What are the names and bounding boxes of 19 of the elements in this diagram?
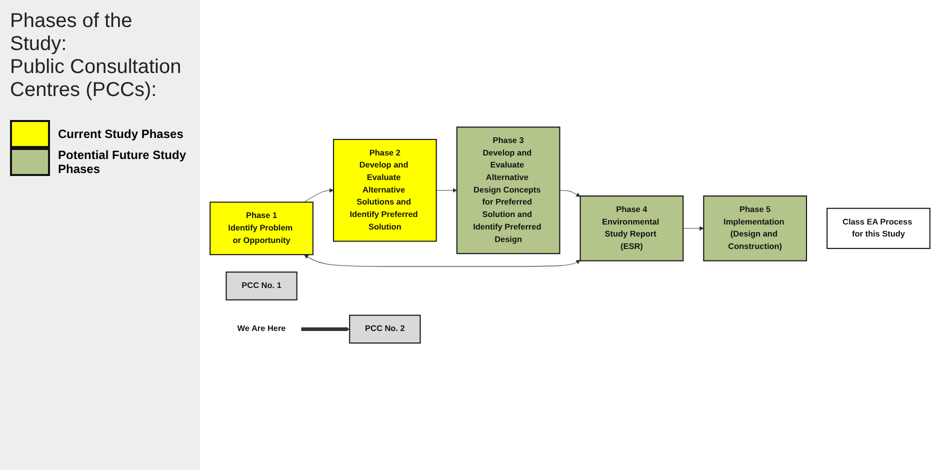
node-box: Phase 2 Develop and Evaluate Alternative Solutions and Identify Preferred Solution (333, 138, 437, 242)
node-box: Phase 3 Develop and Evaluate Alternative Design Concepts for Preferred Solution and Identify Preferred Design (456, 126, 560, 254)
arrow (682, 226, 704, 231)
row-label: Public Consultation Centres (PCCs): (10, 56, 182, 102)
row-label: Phases of the Study: (10, 10, 134, 56)
node-box: Phase 1 Identify Problem or Opportunity (210, 202, 314, 256)
node-box: PCC No. 1 (226, 272, 298, 300)
node-text: We Are Here (237, 324, 286, 334)
node-box: PCC No. 2 (349, 314, 421, 344)
node-box: Class EA Process for this Study (826, 208, 930, 249)
arrow (436, 188, 458, 193)
node-box: Phase 4 Environmental Study Report (ESR) (580, 195, 684, 262)
legend-label: Current Study Phases (58, 127, 184, 141)
legend-label: Potential Future Study Phases (58, 148, 188, 176)
arrow (301, 326, 350, 332)
arrow (559, 190, 580, 197)
arrow (304, 188, 334, 202)
arrow (304, 254, 580, 267)
node-box: Phase 5 Implementation (Design and Construction) (703, 195, 807, 262)
